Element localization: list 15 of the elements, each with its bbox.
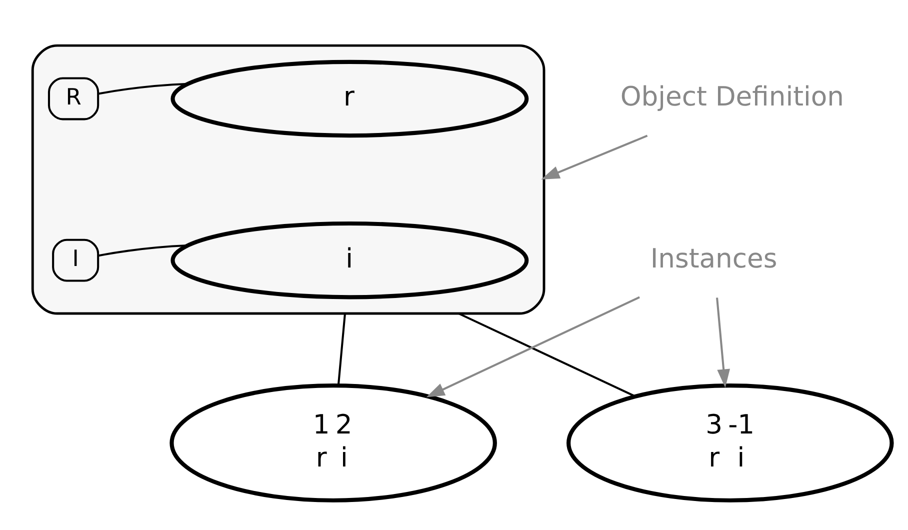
arrow: [541, 134, 648, 180]
connector: [98, 82, 188, 95]
node-ellipse: r: [170, 60, 529, 138]
connector: [337, 313, 346, 385]
node-box: R: [48, 77, 100, 120]
node-text: Instances: [650, 243, 778, 274]
node-ellipse: i: [170, 221, 529, 300]
cluster: [31, 44, 546, 315]
arrow: [716, 298, 730, 388]
node-box: I: [52, 238, 100, 282]
connector: [98, 244, 187, 257]
node-text: Object Definition: [620, 82, 844, 113]
connector: [458, 312, 636, 397]
node-ellipse: 3 -1 r i: [566, 384, 894, 502]
arrow: [426, 296, 640, 398]
